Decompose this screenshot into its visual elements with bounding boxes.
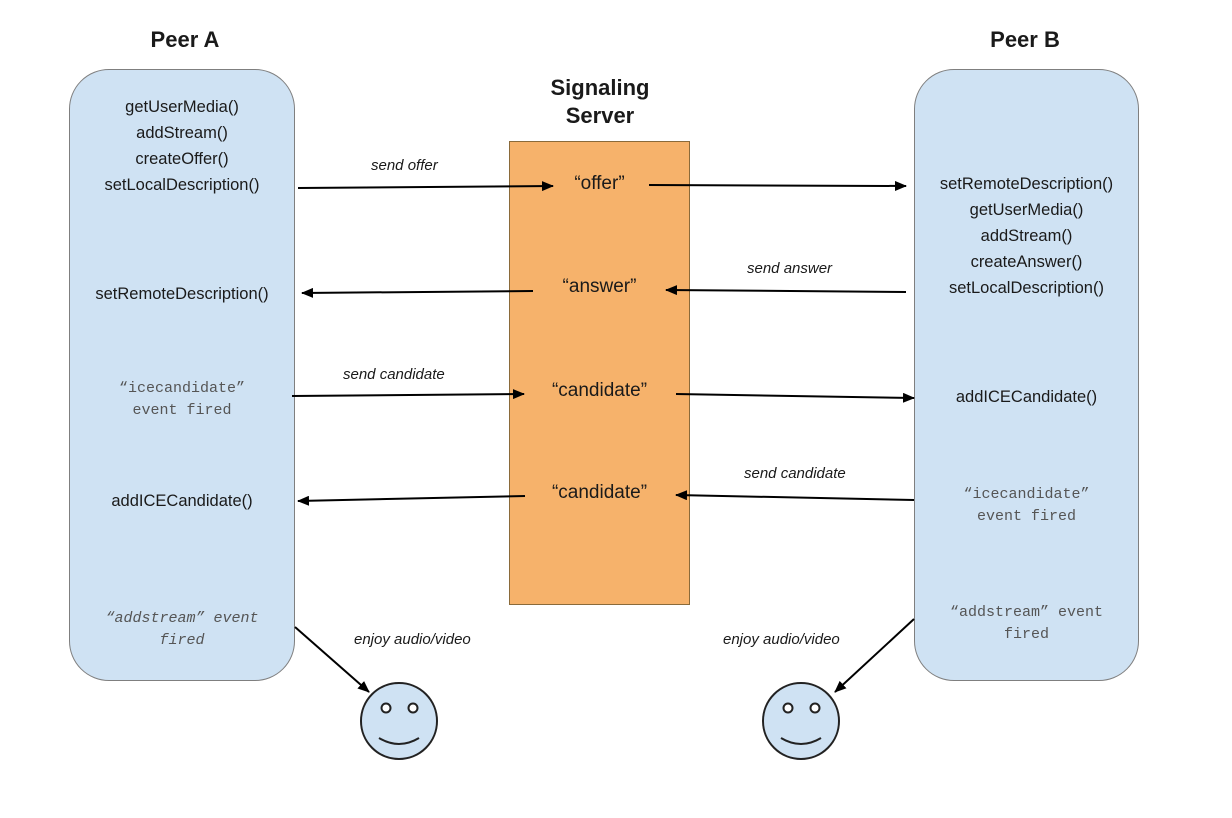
- peer-b-title: Peer B: [990, 27, 1060, 52]
- arrow-peer-a-to-face: [294, 626, 370, 693]
- arrow-server-to-a-answer: [301, 287, 534, 298]
- peer-b-step: getUserMedia(): [969, 201, 1084, 219]
- peer-a-step: addStream(): [136, 124, 228, 142]
- peer-a-addstream-event: “addstream” event fired: [69, 608, 295, 652]
- smiley-face-icon-a: [360, 682, 438, 760]
- peer-b-icecandidate-event: “icecandidate” event fired: [914, 484, 1139, 528]
- arrow-peer-b-to-face: [834, 618, 915, 693]
- peer-a-step: setLocalDescription(): [104, 176, 260, 194]
- peer-b-icecandidate-line-2: event fired: [976, 508, 1077, 525]
- peer-b-addstream-event: “addstream” event fired: [914, 602, 1139, 646]
- server-title: Signaling Server: [520, 74, 680, 130]
- signaling-server-box: [509, 141, 690, 605]
- peer-a-box: [69, 69, 295, 681]
- label-send-candidate-a: send candidate: [343, 366, 445, 383]
- server-title-line-1: Signaling: [550, 75, 650, 100]
- peer-b-step: createAnswer(): [970, 253, 1083, 271]
- server-title-line-2: Server: [565, 103, 635, 128]
- server-message-offer: “offer”: [574, 173, 625, 194]
- peer-a-add-ice-candidate: addICECandidate(): [111, 492, 253, 510]
- peer-b-addstream-line-1: “addstream” event: [949, 604, 1104, 621]
- arrow-server-to-b-candidate: [675, 392, 915, 403]
- peer-a-step: getUserMedia(): [125, 98, 239, 116]
- arrow-server-to-b-offer: [648, 180, 907, 191]
- peer-a-addstream-line-1: “addstream” event: [105, 610, 259, 627]
- label-send-answer: send answer: [747, 260, 833, 277]
- peer-a-title: Peer A: [150, 27, 220, 52]
- arrow-b-to-server-candidate: [675, 490, 915, 501]
- smiley-face-icon-b: [762, 682, 840, 760]
- peer-b-box: [914, 69, 1139, 681]
- label-enjoy-b: enjoy audio/video: [723, 631, 840, 648]
- label-send-offer: send offer: [371, 157, 438, 174]
- peer-a-set-remote-description: setRemoteDescription(): [95, 285, 269, 303]
- peer-b-addstream-line-2: fired: [1003, 626, 1049, 643]
- server-message-answer: “answer”: [562, 276, 637, 297]
- peer-b-add-ice-candidate: addICECandidate(): [955, 388, 1098, 406]
- peer-a-icecandidate-line-2: event fired: [132, 402, 232, 419]
- arrow-b-to-server-answer: [665, 285, 907, 296]
- peer-a-addstream-line-2: fired: [159, 632, 205, 649]
- arrow-server-to-a-candidate: [297, 495, 526, 506]
- arrow-a-to-server-offer: [297, 181, 554, 192]
- peer-a-icecandidate-event: “icecandidate” event fired: [69, 378, 295, 422]
- server-message-candidate-b: “candidate”: [551, 482, 648, 503]
- peer-b-step: setLocalDescription(): [949, 279, 1104, 297]
- peer-b-step: setRemoteDescription(): [939, 175, 1114, 193]
- peer-b-icecandidate-line-1: “icecandidate”: [963, 486, 1090, 503]
- peer-b-answer-steps: setRemoteDescription() getUserMedia() ad…: [914, 171, 1139, 301]
- peer-a-offer-steps: getUserMedia() addStream() createOffer()…: [69, 94, 295, 198]
- server-message-candidate-a: “candidate”: [551, 380, 648, 401]
- label-enjoy-a: enjoy audio/video: [354, 631, 471, 648]
- peer-a-step: createOffer(): [135, 150, 229, 168]
- arrow-a-to-server-candidate: [291, 389, 525, 400]
- peer-b-step: addStream(): [980, 227, 1073, 245]
- label-send-candidate-b: send candidate: [744, 465, 846, 482]
- peer-a-icecandidate-line-1: “icecandidate”: [118, 380, 246, 397]
